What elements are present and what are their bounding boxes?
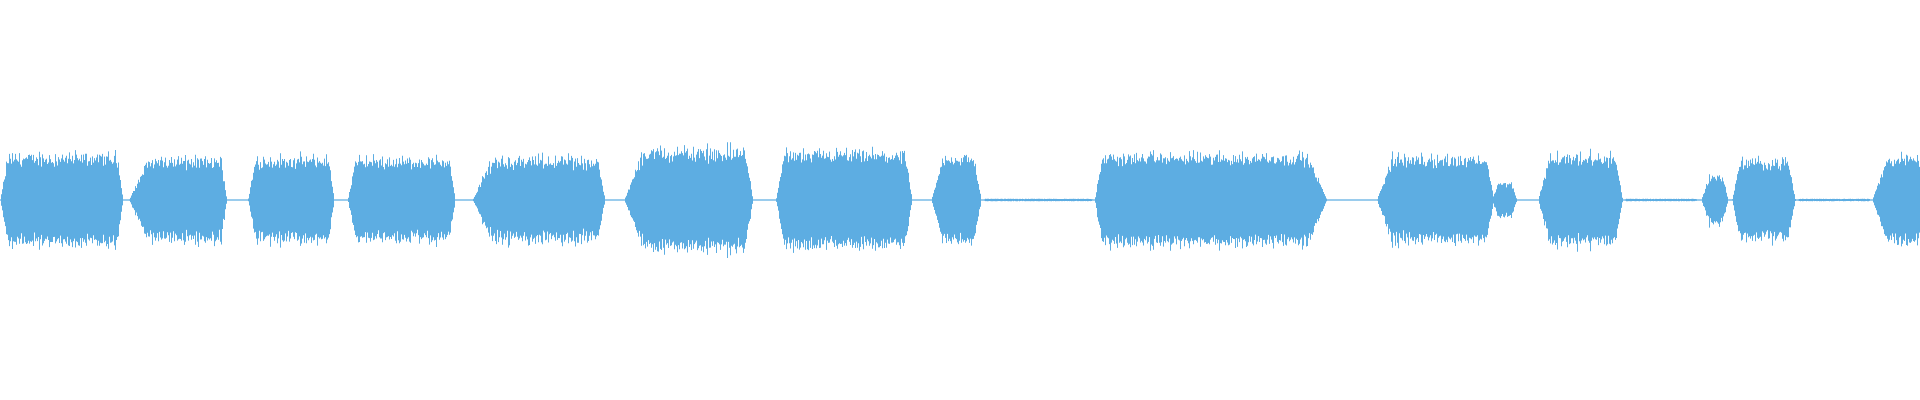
waveform-trace xyxy=(0,142,1920,258)
waveform-amplitude-bars xyxy=(0,142,1920,258)
